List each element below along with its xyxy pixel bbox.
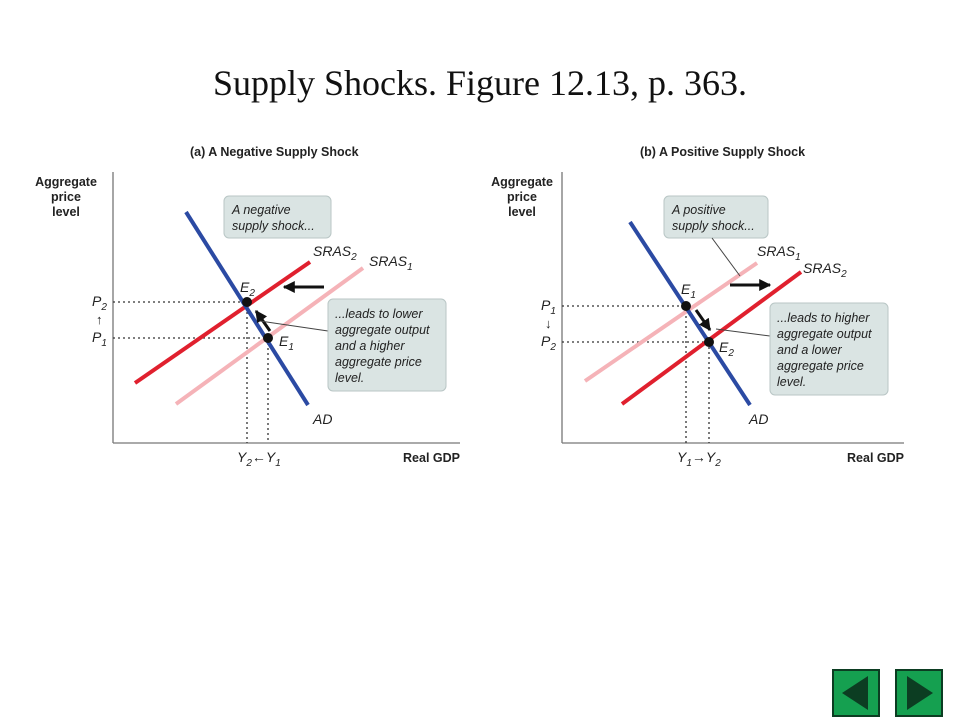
panel-b-heading: (b) A Positive Supply Shock [640, 145, 805, 159]
panel-a-point-upper-label: E2 [240, 279, 255, 299]
panel-a-heading: (a) A Negative Supply Shock [190, 145, 359, 159]
panel-a-sras2-curve [133, 260, 312, 385]
panel-b-price-arrow: ↓ [545, 316, 552, 331]
panel-b-point-lower [704, 337, 714, 347]
panel-a-x-label: Real GDP [403, 451, 460, 465]
panel-b-y-label-1: Aggregate [491, 175, 553, 189]
panel-b-gdp-ticks: Y1→Y2 [677, 449, 721, 469]
panel-a-note-bottom-line-4: aggregate price [335, 355, 422, 369]
slide-title: Supply Shocks. Figure 12.13, p. 363. [212, 63, 748, 103]
panel-b-price-top: P1 [541, 297, 556, 317]
panel-b-note-bottom-line-3: and a lower [777, 343, 842, 357]
panel-a-note-pointer [259, 320, 329, 332]
panel-a-note-top [223, 195, 332, 239]
panel-a-note-bottom-line-1: ...leads to lower [335, 307, 423, 321]
panel-b-note-top-line-1: A positive [671, 203, 726, 217]
panel-a-y-label-1: Aggregate [35, 175, 97, 189]
panel-b-note-top-line-2: supply shock... [672, 219, 755, 233]
panel-a-note-top-line-2: supply shock... [232, 219, 315, 233]
panel-b: (b) A Positive Supply Shock Aggregate pr… [491, 145, 904, 469]
panel-b-note-bottom-line-5: level. [777, 375, 806, 389]
panel-b-point-upper-label: E1 [681, 281, 696, 301]
panel-b-sras-pink-label: SRAS1 [757, 243, 801, 263]
triangle-right-icon [907, 676, 933, 710]
panel-b-note-pointer [715, 328, 771, 337]
panel-a-note-bottom-line-2: aggregate output [335, 323, 430, 337]
panel-a: (a) A Negative Supply Shock Aggregate pr… [35, 145, 460, 469]
panel-a-ad-label: AD [312, 411, 332, 427]
panel-b-y-label-2: price [507, 190, 537, 204]
panel-a-point-upper [242, 297, 252, 307]
panel-b-y-label-3: level [508, 205, 536, 219]
panel-a-point-lower-label: E1 [279, 333, 294, 353]
panel-a-note-bottom-line-5: level. [335, 371, 364, 385]
panel-b-sras1-curve [583, 261, 759, 383]
panel-a-price-arrow: ↑ [96, 312, 103, 327]
panel-a-ad-curve [184, 210, 310, 407]
previous-slide-button[interactable] [832, 669, 880, 717]
panel-a-note-bottom-line-3: and a higher [335, 339, 405, 353]
panel-a-y-label-2: price [51, 190, 81, 204]
next-slide-button[interactable] [895, 669, 943, 717]
panel-a-sras-red-label: SRAS2 [313, 243, 357, 263]
panel-b-note-bottom [769, 302, 889, 396]
panel-a-sras-pink-label: SRAS1 [369, 253, 413, 273]
triangle-left-icon [842, 676, 868, 710]
panel-b-sras-red-label: SRAS2 [803, 260, 847, 280]
panel-a-gdp-ticks: Y2←Y1 [237, 449, 281, 469]
panel-b-note-top-pointer [711, 237, 741, 277]
panel-a-price-bottom: P1 [92, 329, 107, 349]
panel-a-point-lower [263, 333, 273, 343]
panel-b-note-bottom-line-4: aggregate price [777, 359, 864, 373]
panel-a-price-top: P2 [92, 293, 107, 313]
panel-b-ad-curve [628, 220, 752, 407]
panel-b-ad-label: AD [748, 411, 768, 427]
panel-b-point-upper [681, 301, 691, 311]
panel-a-y-label-3: level [52, 205, 80, 219]
panel-b-point-lower-label: E2 [719, 339, 734, 359]
panel-b-note-top [663, 195, 769, 239]
panel-b-price-bottom: P2 [541, 333, 556, 353]
panel-a-note-top-line-1: A negative [231, 203, 291, 217]
panel-b-x-label: Real GDP [847, 451, 904, 465]
panel-b-note-bottom-line-2: aggregate output [777, 327, 872, 341]
panel-a-note-bottom [327, 298, 447, 392]
panel-b-note-bottom-line-1: ...leads to higher [777, 311, 870, 325]
panel-b-move-arrow [694, 309, 712, 331]
